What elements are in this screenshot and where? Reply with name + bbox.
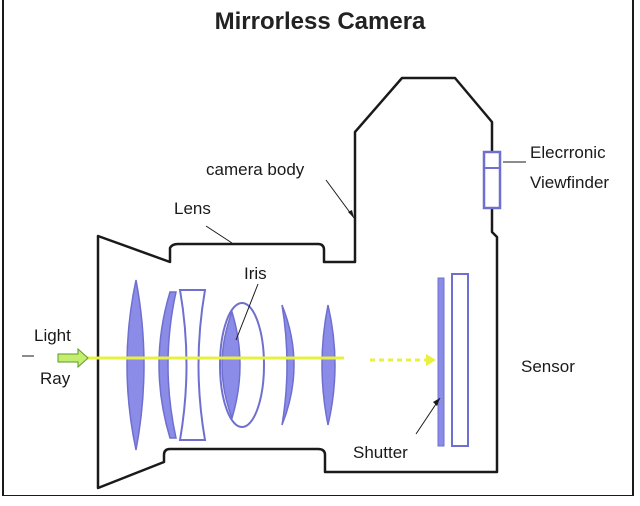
sensor-plate: [451, 273, 469, 447]
iris-lens-element: [221, 309, 241, 421]
light-ray-beam-arrowhead: [426, 354, 436, 366]
second-lens-element: [158, 291, 177, 439]
viewfinder-housing: [482, 150, 502, 210]
label-evf-line1: Elecrronic: [530, 143, 606, 162]
diagram-title: Mirrorless Camera: [214, 8, 426, 35]
label-shutter: Shutter: [353, 443, 408, 462]
third-lens-element: [281, 304, 295, 426]
label-camera-body: camera body: [206, 160, 305, 179]
diagram-frame: [2, 0, 634, 496]
label-evf-line2: Viewfinder: [530, 173, 610, 192]
lens-pointer: [205, 225, 233, 244]
light-entry-arrow: [57, 347, 89, 369]
label-ray: Ray: [40, 369, 71, 388]
label-light: Light: [34, 326, 71, 345]
label-iris: Iris: [244, 264, 267, 283]
camera-body-outline: [96, 76, 499, 490]
front-lens-element: [126, 279, 145, 451]
rear-lens-element: [321, 304, 336, 426]
shutter-bar: [437, 277, 445, 447]
label-sensor: Sensor: [521, 357, 575, 376]
iris-pointer: [235, 283, 259, 341]
label-lens: Lens: [174, 199, 211, 218]
concave-lens-element: [178, 289, 207, 441]
